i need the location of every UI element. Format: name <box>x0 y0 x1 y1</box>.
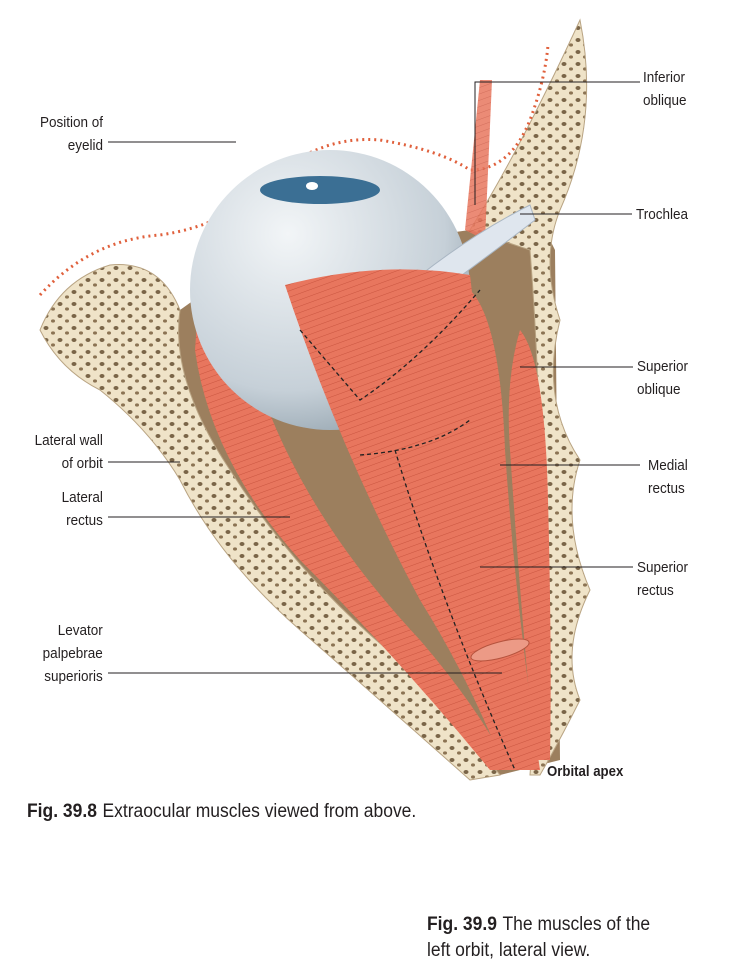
orbit-illustration <box>38 18 640 781</box>
label-superior-rectus: Superior rectus <box>637 556 688 602</box>
label-position-of-eyelid: Position of eyelid <box>40 111 103 157</box>
label-line: rectus <box>66 512 103 529</box>
figure-number: Fig. 39.9 <box>427 914 497 935</box>
caption-text: The muscles of the <box>502 914 651 935</box>
tendinous-ring <box>470 638 530 662</box>
label-superior-oblique: Superior oblique <box>637 355 688 401</box>
label-lateral-rectus: Lateral rectus <box>62 486 103 532</box>
label-medial-rectus: Medial rectus <box>648 454 688 500</box>
label-line: rectus <box>648 480 685 497</box>
label-lateral-wall: Lateral wall of orbit <box>35 429 103 475</box>
label-line: Superior <box>637 358 689 375</box>
label-line: oblique <box>643 92 687 109</box>
label-line: Position of <box>39 114 103 131</box>
caption-text: Extraocular muscles viewed from above. <box>102 801 417 822</box>
label-line: Lateral <box>61 489 103 506</box>
superior-oblique-muscle <box>508 330 551 760</box>
label-inferior-oblique: Inferior oblique <box>643 66 687 112</box>
label-line: Inferior <box>643 69 686 86</box>
cornea <box>260 176 380 204</box>
label-line: superioris <box>44 668 103 685</box>
levator-outline <box>299 289 516 771</box>
label-line: rectus <box>637 582 674 599</box>
label-line: oblique <box>637 381 681 398</box>
label-line: Superior <box>637 559 689 576</box>
levator-muscle <box>300 300 520 770</box>
label-line: Levator <box>57 622 103 639</box>
label-line: Lateral wall <box>34 432 103 449</box>
leader-lines <box>108 81 640 674</box>
caption-text: left orbit, lateral view. <box>427 940 591 961</box>
figure-number: Fig. 39.8 <box>27 801 97 822</box>
label-trochlea: Trochlea <box>636 203 688 226</box>
label-line: palpebrae <box>42 645 103 662</box>
label-line: eyelid <box>67 137 103 154</box>
label-orbital-apex: Orbital apex <box>547 763 624 780</box>
label-levator: Levator palpebrae superioris <box>43 619 103 688</box>
label-line: of orbit <box>61 455 103 472</box>
inferior-oblique-muscle <box>465 80 492 240</box>
label-line: Medial <box>648 457 688 474</box>
label-line: Trochlea <box>636 206 689 223</box>
